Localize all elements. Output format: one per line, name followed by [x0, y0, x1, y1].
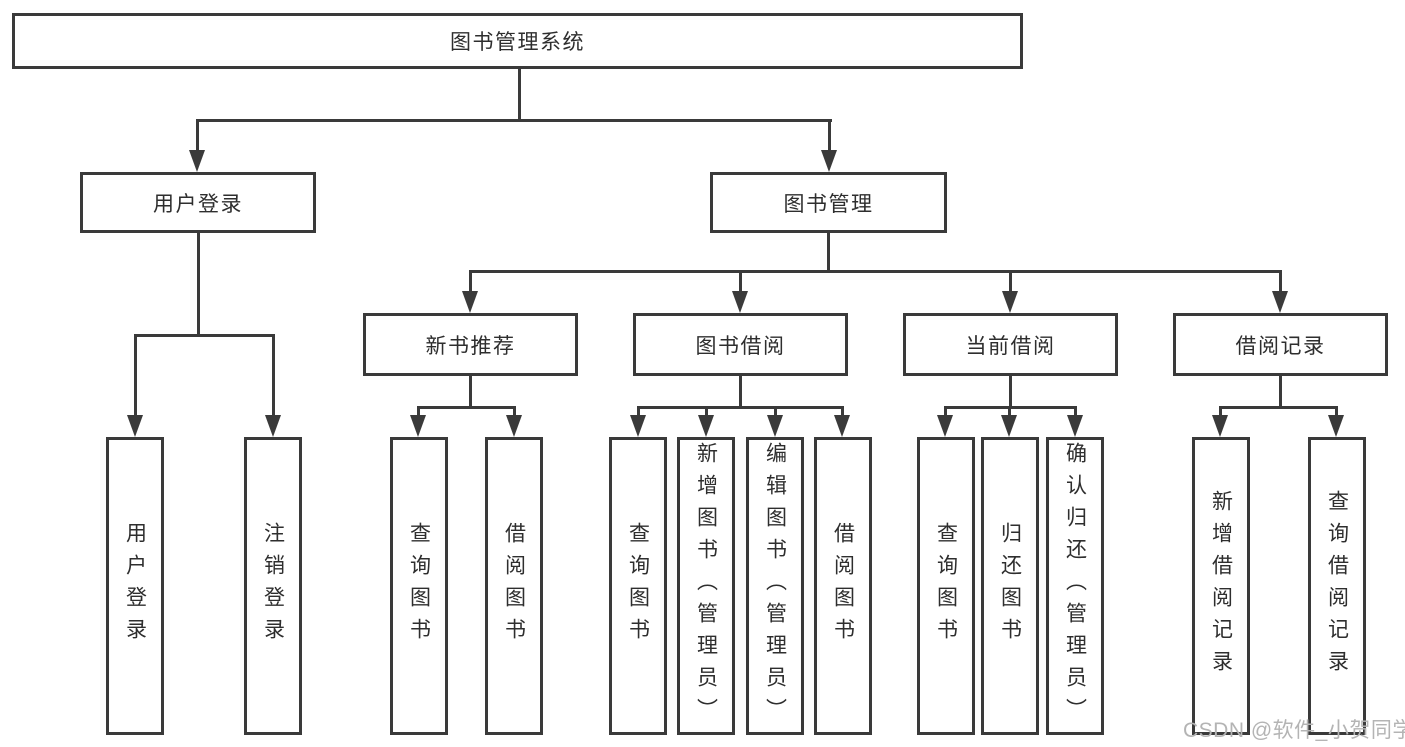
node-root: 图书管理系统 [12, 13, 1023, 69]
connector-arrowhead-icon [1001, 415, 1017, 437]
connector-line [739, 376, 742, 408]
node-book-management-label: 图书管理 [783, 192, 874, 216]
connector-arrowhead-icon [189, 150, 205, 172]
node-borrow-records: 借阅记录 [1173, 313, 1388, 376]
connector-line [134, 334, 275, 337]
leaf-add-books-admin: 新增图书（管理员） [677, 437, 735, 735]
connector-arrowhead-icon [630, 415, 646, 437]
leaf-logout-label: 注销登录 [261, 522, 285, 650]
node-current-borrow: 当前借阅 [903, 313, 1118, 376]
node-current-borrow-label: 当前借阅 [965, 334, 1056, 358]
connector-line [637, 406, 640, 417]
leaf-edit-books-admin-label: 编辑图书（管理员） [763, 442, 787, 730]
leaf-edit-books-admin: 编辑图书（管理员） [746, 437, 804, 735]
leaf-return-books: 归还图书 [981, 437, 1039, 735]
node-root-label: 图书管理系统 [450, 31, 585, 54]
connector-line [1219, 406, 1222, 417]
leaf-query-books-3: 查询图书 [917, 437, 975, 735]
leaf-borrow-books-1-label: 借阅图书 [502, 522, 526, 650]
connector-line [513, 406, 516, 417]
connector-line [705, 406, 708, 417]
connector-line [272, 334, 275, 417]
leaf-query-books-2: 查询图书 [609, 437, 667, 735]
leaf-query-books-1: 查询图书 [390, 437, 448, 735]
node-book-borrow-label: 图书借阅 [695, 334, 786, 358]
connector-arrowhead-icon [506, 415, 522, 437]
connector-line [134, 334, 137, 417]
node-book-borrow: 图书借阅 [633, 313, 848, 376]
connector-arrowhead-icon [698, 415, 714, 437]
node-new-book-recommend: 新书推荐 [363, 313, 578, 376]
connector-arrowhead-icon [1328, 415, 1344, 437]
leaf-query-books-1-label: 查询图书 [407, 522, 431, 650]
connector-line [469, 270, 472, 294]
connector-arrowhead-icon [462, 291, 478, 313]
leaf-borrow-books-2: 借阅图书 [814, 437, 872, 735]
connector-arrowhead-icon [265, 415, 281, 437]
connector-arrowhead-icon [1002, 291, 1018, 313]
leaf-query-books-3-label: 查询图书 [934, 522, 958, 650]
leaf-logout: 注销登录 [244, 437, 302, 735]
connector-line [417, 406, 420, 417]
connector-line [469, 376, 472, 408]
connector-line [1279, 270, 1282, 294]
connector-arrowhead-icon [834, 415, 850, 437]
leaf-borrow-books-1: 借阅图书 [485, 437, 543, 735]
leaf-query-borrow-record: 查询借阅记录 [1308, 437, 1366, 735]
leaf-add-borrow-record: 新增借阅记录 [1192, 437, 1250, 735]
connector-arrowhead-icon [1067, 415, 1083, 437]
leaf-confirm-return-admin-label: 确认归还（管理员） [1063, 442, 1087, 730]
connector-arrowhead-icon [127, 415, 143, 437]
connector-arrowhead-icon [732, 291, 748, 313]
connector-line [774, 406, 777, 417]
leaf-query-borrow-record-label: 查询借阅记录 [1325, 490, 1349, 682]
connector-line [1008, 406, 1011, 417]
connector-line [841, 406, 844, 417]
connector-line [1335, 406, 1338, 417]
connector-line [197, 233, 200, 336]
connector-line [417, 406, 516, 409]
connector-line [1074, 406, 1077, 417]
leaf-confirm-return-admin: 确认归还（管理员） [1046, 437, 1104, 735]
leaf-borrow-books-2-label: 借阅图书 [831, 522, 855, 650]
connector-arrowhead-icon [1272, 291, 1288, 313]
connector-line [469, 270, 1282, 273]
connector-line [637, 406, 843, 409]
connector-line [827, 233, 830, 272]
connector-line [828, 119, 831, 153]
connector-arrowhead-icon [410, 415, 426, 437]
connector-arrowhead-icon [767, 415, 783, 437]
node-borrow-records-label: 借阅记录 [1235, 334, 1326, 358]
node-user-login-label: 用户登录 [153, 192, 243, 216]
connector-line [1279, 376, 1282, 408]
connector-arrowhead-icon [1212, 415, 1228, 437]
connector-line [1219, 406, 1337, 409]
node-user-login: 用户登录 [80, 172, 316, 233]
connector-arrowhead-icon [821, 150, 837, 172]
connector-line [944, 406, 947, 417]
connector-line [1009, 376, 1012, 408]
node-new-book-recommend-label: 新书推荐 [425, 334, 516, 358]
leaf-return-books-label: 归还图书 [998, 522, 1022, 650]
node-book-management: 图书管理 [710, 172, 947, 233]
connector-line [1009, 270, 1012, 294]
connector-arrowhead-icon [937, 415, 953, 437]
connector-line [739, 270, 742, 294]
connector-line [518, 69, 521, 121]
connector-line [196, 119, 832, 122]
leaf-add-books-admin-label: 新增图书（管理员） [694, 442, 718, 730]
leaf-user-login-label: 用户登录 [123, 522, 147, 650]
leaf-add-borrow-record-label: 新增借阅记录 [1209, 490, 1233, 682]
leaf-query-books-2-label: 查询图书 [626, 522, 650, 650]
leaf-user-login: 用户登录 [106, 437, 164, 735]
connector-line [196, 119, 199, 153]
csdn-watermark: CSDN @软件_小贺同学 [1183, 719, 1405, 742]
